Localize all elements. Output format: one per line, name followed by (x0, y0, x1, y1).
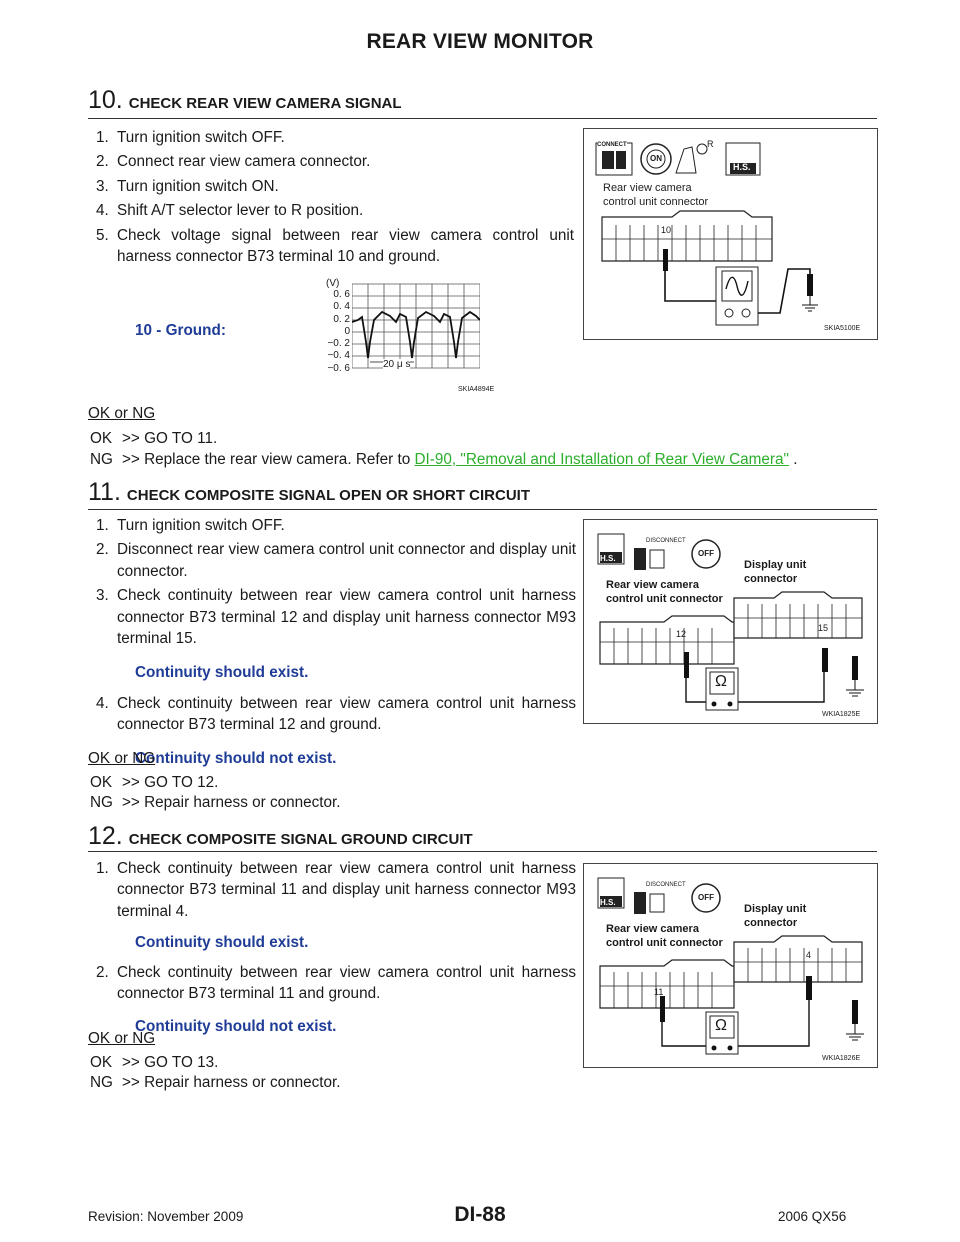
figure-code: SKIA4894E (458, 386, 495, 393)
connector-diagram (595, 142, 818, 326)
revision-date: Revision: November 2009 (88, 1209, 244, 1224)
spec-label: 10 - Ground: (135, 322, 226, 339)
ohm-icon: Ω (715, 1017, 727, 1034)
removal-installation-link[interactable]: DI-90, "Removal and Installation of Rear… (414, 451, 789, 468)
spec-row: Continuity should exist. (96, 922, 576, 961)
step-10-title: CHECK REAR VIEW CAMERA SIGNAL (128, 95, 402, 112)
list-item: 2.Check continuity between rear view cam… (96, 963, 576, 1003)
spec-continuity-exist: Continuity should exist. (135, 664, 309, 682)
figure-code: SKIA5100E (824, 325, 861, 332)
step-10-list: 1.Turn ignition switch OFF. 2.Connect re… (96, 127, 574, 267)
step-11-number: 11. (88, 478, 121, 506)
result-ng: NG>> Repair harness or connector. (90, 1074, 341, 1091)
list-item: 4.Shift A/T selector lever to R position… (96, 202, 364, 220)
terminal-label-left: 12 (676, 629, 687, 639)
step-12-heading: 12. CHECK COMPOSITE SIGNAL GROUND CIRCUI… (88, 822, 473, 851)
off-icon: OFF (698, 549, 714, 558)
spec-row: Continuity should not exist. (96, 1004, 576, 1037)
terminal-label-right: 15 (818, 623, 829, 633)
connect-icon: CONNECT (597, 142, 627, 148)
list-item: 1.Turn ignition switch OFF. (96, 517, 285, 534)
reverse-r-label: R (707, 139, 714, 149)
model-year: 2006 QX56 (778, 1209, 847, 1224)
terminal-label: 10 (661, 225, 672, 235)
terminal-label-right: 4 (806, 950, 812, 960)
result-ok: OK>> GO TO 11. (90, 430, 218, 447)
on-icon: ON (650, 154, 662, 163)
ok-ng-label: OK or NG (88, 750, 156, 767)
result-ok: OK>> GO TO 12. (90, 774, 219, 791)
spec-continuity-not-exist: Continuity should not exist. (135, 749, 337, 767)
wave-unit: (V) (326, 278, 340, 289)
result-ng: NG>> Replace the rear view camera. Refer… (90, 451, 798, 468)
ohm-icon: Ω (715, 673, 727, 690)
list-item: 4.Check continuity between rear view cam… (96, 694, 576, 734)
result-ng: NG>> Repair harness or connector. (90, 794, 341, 811)
spec-row: Continuity should exist. (96, 653, 576, 692)
page-title: REAR VIEW MONITOR (366, 30, 594, 53)
list-item: 2.Connect rear view camera connector. (96, 153, 371, 171)
list-item: 2.Disconnect rear view camera control un… (96, 541, 576, 580)
step-12-list: 1.Check continuity between rear view cam… (96, 858, 576, 1038)
divider (88, 118, 877, 119)
divider (88, 851, 877, 852)
page-number: DI-88 (454, 1203, 506, 1226)
divider (88, 509, 877, 510)
disconnect-icon: DISCONNECT (646, 538, 686, 544)
spec-row: Continuity should not exist. (96, 736, 576, 769)
step-12-title: CHECK COMPOSITE SIGNAL GROUND CIRCUIT (128, 831, 473, 848)
step-10-heading: 10. CHECK REAR VIEW CAMERA SIGNAL (88, 86, 402, 115)
spec-continuity-exist: Continuity should exist. (135, 934, 309, 952)
hs-icon: H.S. (733, 162, 751, 172)
continuity-diagram (597, 877, 864, 1055)
figure-code: WKIA1825E (822, 711, 861, 718)
list-item: 1.Check continuity between rear view cam… (96, 860, 576, 920)
figure-code: WKIA1826E (822, 1055, 861, 1062)
off-icon: OFF (698, 893, 714, 902)
disconnect-icon: DISCONNECT (646, 882, 686, 888)
spec-continuity-not-exist: Continuity should not exist. (135, 1018, 337, 1036)
step-10-number: 10. (88, 86, 123, 114)
step-12-number: 12. (88, 822, 123, 850)
ok-ng-label: OK or NG (88, 405, 156, 422)
continuity-diagram (597, 533, 864, 711)
step-11-list: 1.Turn ignition switch OFF. 2.Disconnect… (96, 515, 576, 769)
list-item: 1.Turn ignition switch OFF. (96, 129, 285, 146)
terminal-label-left: 11 (654, 987, 664, 997)
list-item: 5.Check voltage signal between rear view… (96, 226, 574, 266)
ok-ng-label: OK or NG (88, 1030, 156, 1047)
result-ok: OK>> GO TO 13. (90, 1054, 219, 1071)
step-11-title: CHECK COMPOSITE SIGNAL OPEN OR SHORT CIR… (126, 487, 530, 504)
step-11-heading: 11. CHECK COMPOSITE SIGNAL OPEN OR SHORT… (88, 478, 530, 507)
wave-time: 20 μ s (383, 359, 411, 370)
list-item: 3.Turn ignition switch ON. (96, 177, 279, 195)
waveform-graph (352, 283, 480, 369)
hs-icon: H.S. (600, 554, 616, 563)
list-item: 3.Check continuity between rear view cam… (96, 587, 576, 648)
hs-icon: H.S. (600, 898, 616, 907)
